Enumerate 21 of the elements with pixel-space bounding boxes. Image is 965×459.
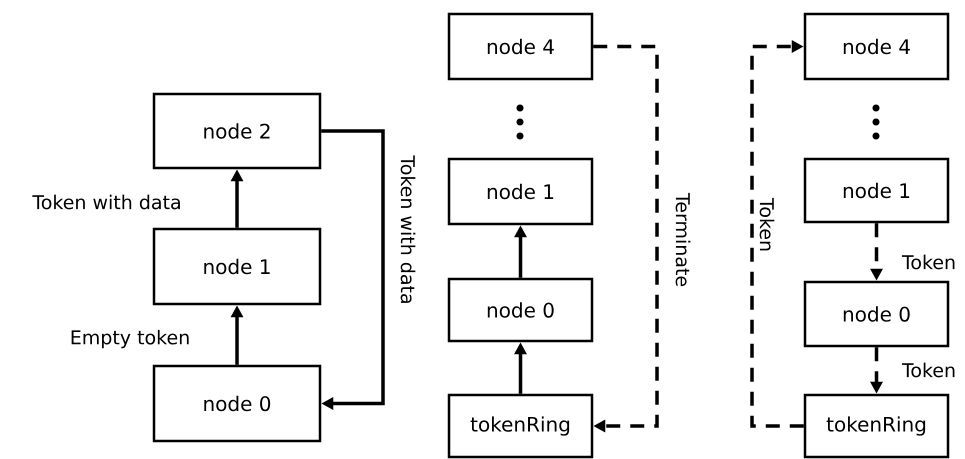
process-box: node 1 <box>152 228 322 306</box>
process-box: node 0 <box>804 280 950 348</box>
edge-label: Token with data <box>31 194 183 210</box>
process-box: tokenRing <box>448 394 594 458</box>
arrow <box>321 129 385 410</box>
arrow <box>593 44 659 432</box>
process-box: node 1 <box>448 158 594 226</box>
process-box: node 0 <box>152 364 322 442</box>
edge-label: Token <box>900 254 958 270</box>
process-box: node 0 <box>448 278 594 342</box>
edge-label: Token <box>758 196 776 254</box>
process-box: node 1 <box>804 158 950 224</box>
arrow <box>750 40 804 428</box>
process-box: node 2 <box>152 92 322 170</box>
edge-label: Terminate <box>674 192 692 288</box>
edge-label: Empty token <box>68 328 192 350</box>
edge-label: Token with data <box>400 154 416 306</box>
process-box: node 4 <box>448 12 594 80</box>
edge-label: Token <box>900 362 958 378</box>
process-box: tokenRing <box>804 394 950 458</box>
process-box: node 4 <box>804 12 950 80</box>
